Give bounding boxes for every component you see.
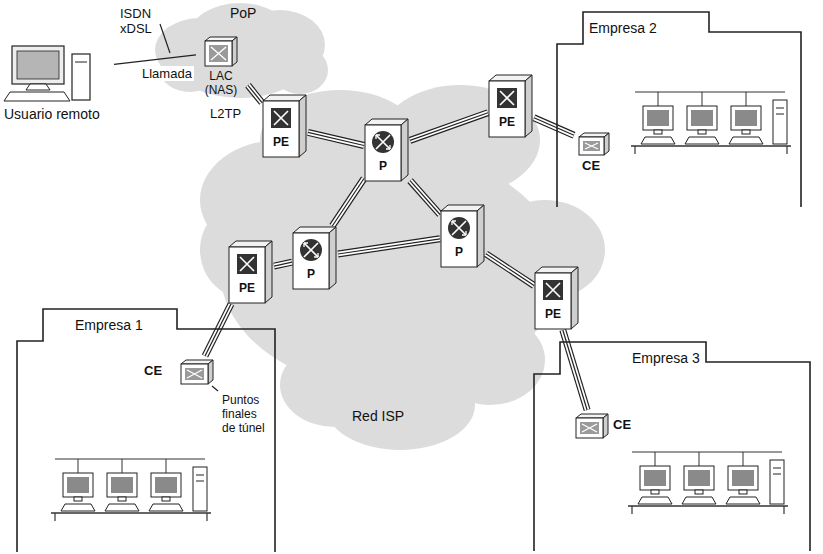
p-router: P — [364, 118, 410, 182]
router-label: P — [441, 245, 477, 259]
company-name: Empresa 3 — [632, 350, 700, 366]
pop-cloud: PoP LAC (NAS) — [150, 0, 328, 100]
router-label: PE — [229, 281, 265, 295]
building-outline — [555, 8, 803, 208]
tunnel-link — [338, 239, 440, 254]
router-label: P — [293, 267, 329, 281]
computer-icon — [4, 44, 94, 104]
access-device-icon — [204, 36, 238, 68]
tunnel-link — [308, 132, 364, 145]
company-name: Empresa 2 — [589, 20, 657, 36]
pe-router: PE — [534, 266, 580, 330]
tunnel-link — [486, 254, 534, 286]
tunnel-link — [274, 262, 292, 266]
tunnel-link — [534, 118, 574, 136]
pc-label: Usuario remoto — [4, 106, 100, 122]
isp-cloud — [200, 85, 605, 450]
company-building: Empresa 2 CE — [555, 8, 803, 208]
tunnel-link — [205, 304, 231, 356]
office-equipment — [631, 92, 791, 154]
router-label: CE — [613, 417, 631, 432]
router-label: CE — [582, 158, 600, 173]
router-label: PE — [535, 307, 571, 321]
ce-icon — [180, 359, 214, 385]
lac-device: LAC (NAS) — [196, 36, 248, 102]
p-router: P — [292, 226, 338, 290]
building-outline — [532, 338, 812, 552]
pe-router: PE — [228, 240, 274, 304]
ce-router: CE — [574, 130, 614, 176]
tunnel-link — [332, 179, 364, 227]
remote-user-pc: Usuario remoto — [4, 44, 114, 128]
pe-router: PE — [488, 74, 534, 138]
router-label: CE — [144, 363, 162, 378]
company-name: Empresa 1 — [75, 317, 143, 333]
annotation-label: ISDN xDSL — [120, 6, 160, 36]
ce-router: CE — [144, 356, 216, 388]
ce-router: CE — [573, 410, 635, 442]
annotation-label: Puntos finales de túnel — [222, 393, 272, 435]
leader-line — [212, 386, 218, 391]
office-equipment — [51, 459, 211, 521]
router-label: PE — [489, 115, 525, 129]
company-building: Empresa 3 CE — [532, 338, 812, 552]
router-label: P — [365, 159, 401, 173]
ce-icon — [578, 132, 610, 156]
tunnel-link — [410, 181, 440, 215]
cloud-label: PoP — [230, 5, 256, 21]
annotation-label: Red ISP — [352, 408, 404, 425]
tunnel-link — [410, 113, 488, 141]
link-label: Llamada — [140, 66, 194, 81]
router-label: PE — [263, 135, 299, 149]
ce-icon — [575, 413, 609, 439]
pe-router: PE — [262, 94, 308, 158]
device-label: LAC (NAS) — [196, 69, 246, 97]
link-label: L2TP — [208, 106, 243, 121]
p-router: P — [440, 204, 486, 268]
office-equipment — [628, 452, 788, 514]
